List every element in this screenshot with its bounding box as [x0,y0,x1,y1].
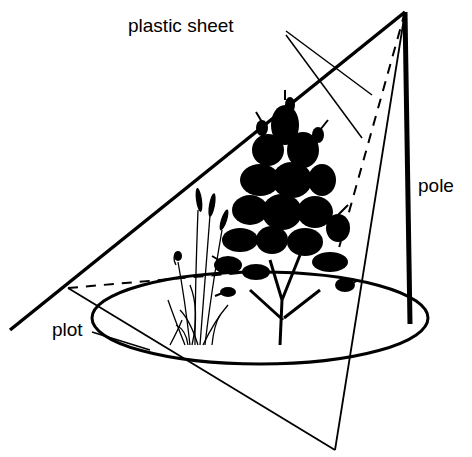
sheet-edge [10,12,405,330]
grass-plant [168,210,228,345]
sheet-edge [68,288,335,450]
leader-line [286,35,362,138]
plot-label: plot [52,320,83,341]
shrub-plant [212,90,358,345]
sheet-edge [335,12,405,450]
sheet-label: plastic sheet [128,16,234,37]
grass-seedheads [174,188,230,261]
leader-line [92,332,150,350]
pole-label: pole [418,176,454,197]
leader-line [286,31,372,95]
pole-symbol [405,12,410,324]
plot-ellipse [92,272,428,364]
